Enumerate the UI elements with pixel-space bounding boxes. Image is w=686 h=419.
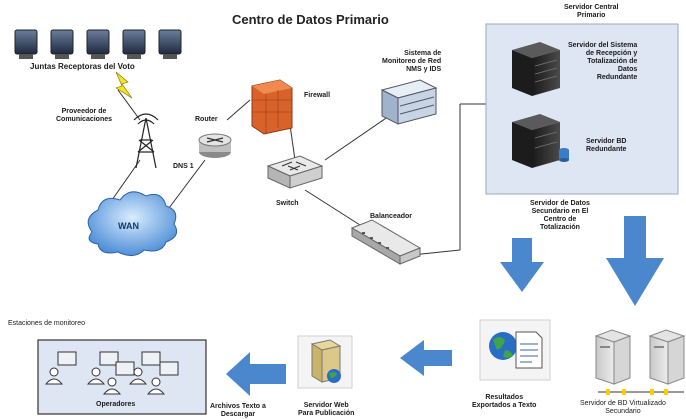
workstation-icon [86, 351, 119, 385]
database-server-icon [512, 114, 569, 168]
label-secundario: Servidor de Datos Secundario en El Centr… [530, 200, 590, 231]
lightning-icon [115, 71, 133, 99]
monitor-icon [50, 29, 74, 59]
antenna-tower-icon [133, 113, 159, 169]
workstation-icon [146, 361, 179, 395]
label-archivos: Archivos Texto a Descargar [210, 403, 266, 418]
monitor-icon [14, 29, 38, 59]
label-web: Servidor Web Para Publicación [298, 402, 355, 417]
monitor-icon [158, 29, 182, 59]
virtual-server-icon [594, 329, 632, 385]
label-central-srv1: Servidor del Sistema de Recepción y Tota… [568, 42, 638, 81]
label-switch: Switch [276, 200, 299, 207]
workstation-icon [44, 351, 77, 385]
label-dns: DNS 1 [173, 163, 194, 170]
label-wan: WAN [118, 221, 139, 231]
arrow-down-icon [606, 216, 664, 306]
firewall-icon [251, 79, 293, 135]
router-icon [198, 133, 232, 158]
load-balancer-icon [350, 219, 422, 265]
label-estaciones: Estaciones de monitoreo [8, 320, 86, 327]
arrow-down-icon [500, 238, 544, 292]
nms-server-icon [380, 79, 438, 125]
label-firewall: Firewall [304, 92, 331, 99]
label-resultados: Resultados Exportados a Texto [472, 394, 537, 409]
workstation-icon [128, 351, 161, 385]
arrow-left-icon [400, 340, 452, 376]
workstation-icon [102, 361, 135, 395]
label-central-srv2: Servidor BD Redundante [586, 138, 627, 153]
label-juntas: Juntas Receptoras del Voto [30, 62, 135, 71]
label-balanceador: Balanceador [370, 213, 413, 220]
label-proveedor: Proveedor de Comunicaciones [56, 108, 113, 123]
switch-icon [266, 155, 324, 189]
label-nms: Sistema de Monitoreo de Red NMS y IDS [382, 50, 442, 73]
label-operadores: Operadores [96, 401, 136, 408]
arrow-left-icon [226, 352, 286, 396]
monitor-icon [86, 29, 110, 59]
operator-workstations [44, 351, 179, 395]
wan-cloud-icon [87, 191, 178, 256]
virtual-server-icon [648, 329, 686, 385]
voting-terminals [14, 29, 182, 59]
diagram-title: Centro de Datos Primario [232, 12, 389, 27]
monitor-icon [122, 29, 146, 59]
server-rack-icon [512, 42, 560, 96]
label-router: Router [195, 116, 218, 123]
label-bd-virtual: Servidor de BD Virtualizado Secundario [580, 400, 666, 415]
label-central-title: Servidor Central Primario [564, 4, 619, 19]
document-globe-icon [479, 319, 551, 381]
web-server-icon [297, 335, 353, 389]
